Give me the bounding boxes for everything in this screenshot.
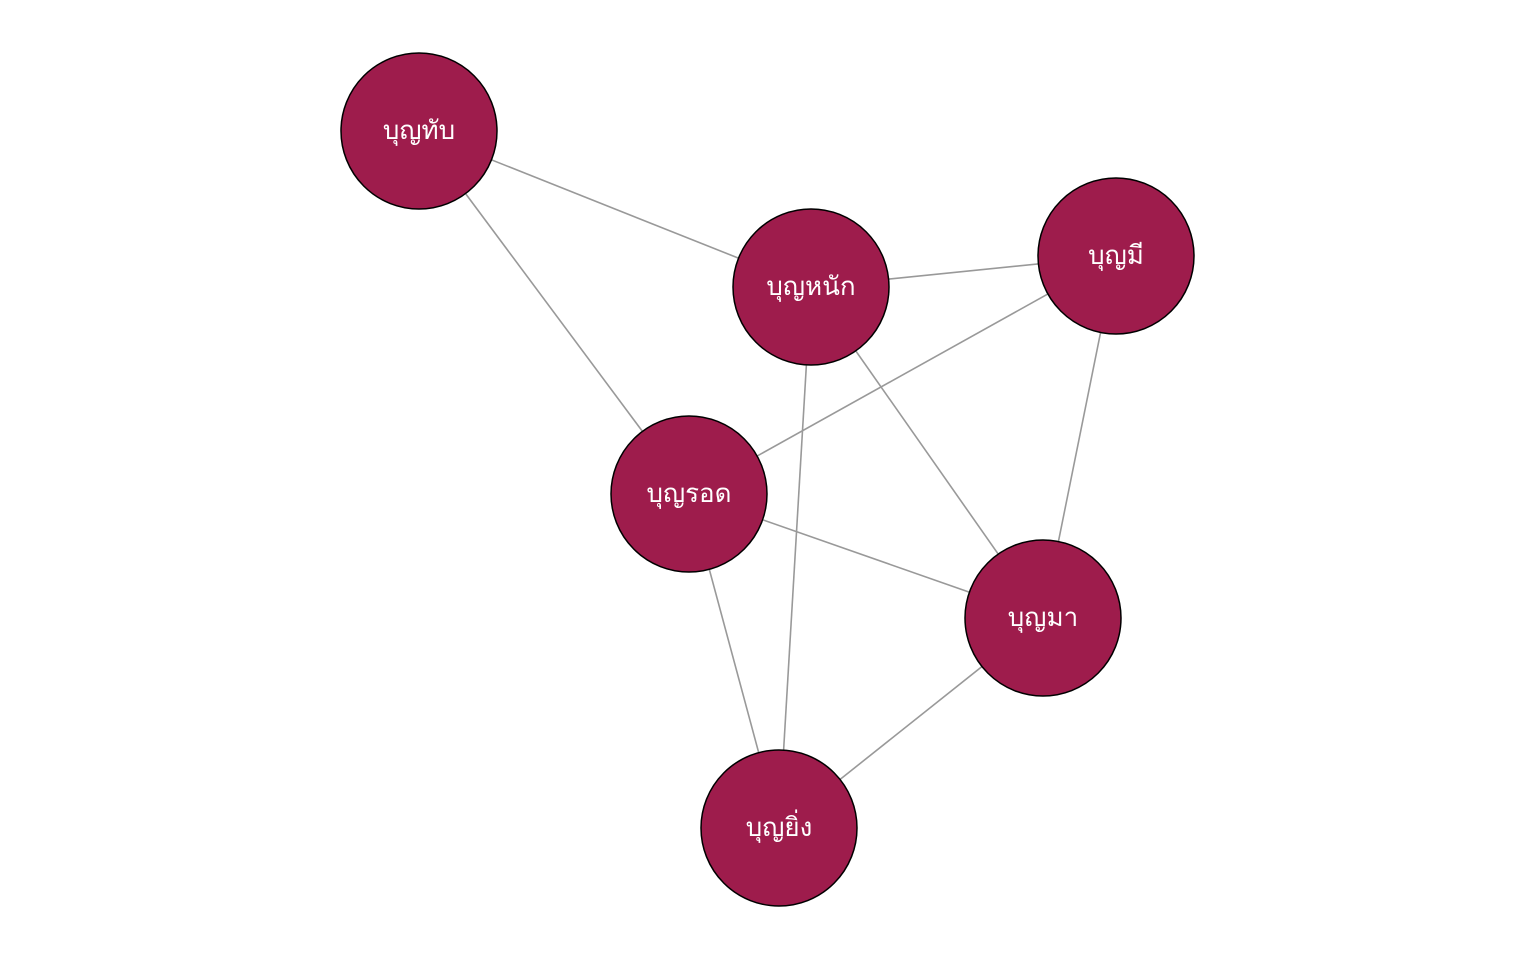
node-circle[interactable] xyxy=(1037,177,1195,335)
node-label: บุญมา xyxy=(1008,603,1078,633)
node-tap[interactable]: บุญทับ xyxy=(340,52,498,210)
node-ma[interactable]: บุญมา xyxy=(964,539,1122,697)
node-mee[interactable]: บุญมี xyxy=(1037,177,1195,335)
node-label: บุญมี xyxy=(1088,241,1144,271)
node-circle[interactable] xyxy=(964,539,1122,697)
node-nak[interactable]: บุญหนัก xyxy=(732,208,890,366)
node-label: บุญทับ xyxy=(383,116,455,146)
node-ying[interactable]: บุญยิ่ง xyxy=(700,749,858,907)
edge-nak-ying xyxy=(778,286,812,829)
node-circle[interactable] xyxy=(700,749,858,907)
node-circle[interactable] xyxy=(732,208,890,366)
node-rod[interactable]: บุญรอด xyxy=(610,415,768,573)
node-label: บุญยิ่ง xyxy=(746,809,813,843)
node-label: บุญหนัก xyxy=(766,272,855,302)
node-label: บุญรอด xyxy=(646,479,731,509)
node-circle[interactable] xyxy=(340,52,498,210)
node-circle[interactable] xyxy=(610,415,768,573)
edge-mee-rod xyxy=(688,255,1117,495)
